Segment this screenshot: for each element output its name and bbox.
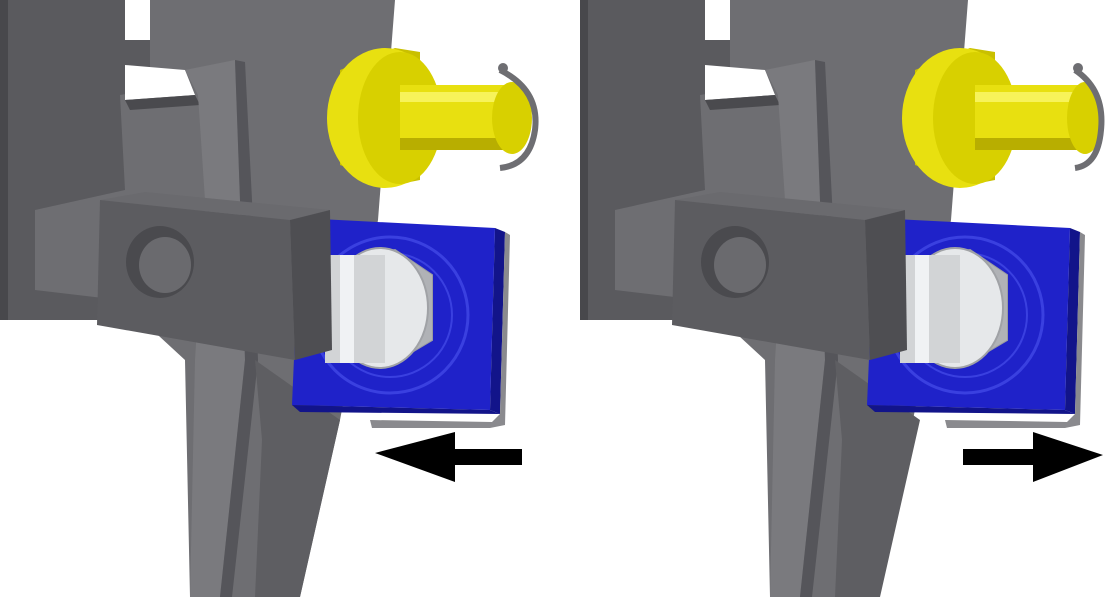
block-hole-inner [139, 237, 191, 293]
pin-shaft-highlight [400, 92, 505, 102]
nut-bottom [867, 405, 1075, 414]
frame-slot-edge [705, 95, 780, 110]
arrow-right-icon [963, 432, 1103, 482]
bolt-shaft [900, 255, 960, 363]
pin-clip [498, 67, 539, 171]
pin-clip [1073, 67, 1105, 171]
assembly-illustration-left [0, 0, 539, 597]
pin-end [1067, 82, 1103, 154]
bolt-shaft-highlight [340, 255, 354, 363]
pin-shaft-shadow [975, 138, 1080, 150]
block-side [290, 210, 332, 360]
frame-slot [705, 65, 775, 100]
bracket-arm-shadow [800, 60, 838, 597]
pin-clip-end [1073, 63, 1083, 73]
pin-end [492, 82, 532, 154]
bolt-shaft [325, 255, 385, 363]
block-front [672, 200, 870, 360]
nut-side [490, 228, 505, 414]
block-side [865, 210, 907, 360]
pin-shaft-shadow [400, 138, 505, 150]
bracket-arm-shadow [220, 60, 258, 597]
panel-right [553, 0, 1105, 597]
block-hole-inner [714, 237, 766, 293]
bolt-shaft-highlight [915, 255, 929, 363]
frame-slot [125, 65, 195, 100]
frame-lower-edge [255, 360, 340, 597]
nut-side [1065, 228, 1080, 414]
arrow-left-icon [375, 432, 522, 482]
panel-left [0, 0, 552, 597]
frame-back-edge [0, 0, 8, 320]
pin-clip-end [498, 63, 508, 73]
frame-slot-edge [125, 95, 200, 110]
frame-lower-edge [835, 360, 920, 597]
assembly-illustration-right [580, 0, 1105, 597]
block-top [675, 192, 905, 220]
nut-bottom [292, 405, 500, 414]
frame-back-edge [580, 0, 588, 320]
block-top [100, 192, 330, 220]
pin-shaft-highlight [975, 92, 1080, 102]
block-front [97, 200, 295, 360]
